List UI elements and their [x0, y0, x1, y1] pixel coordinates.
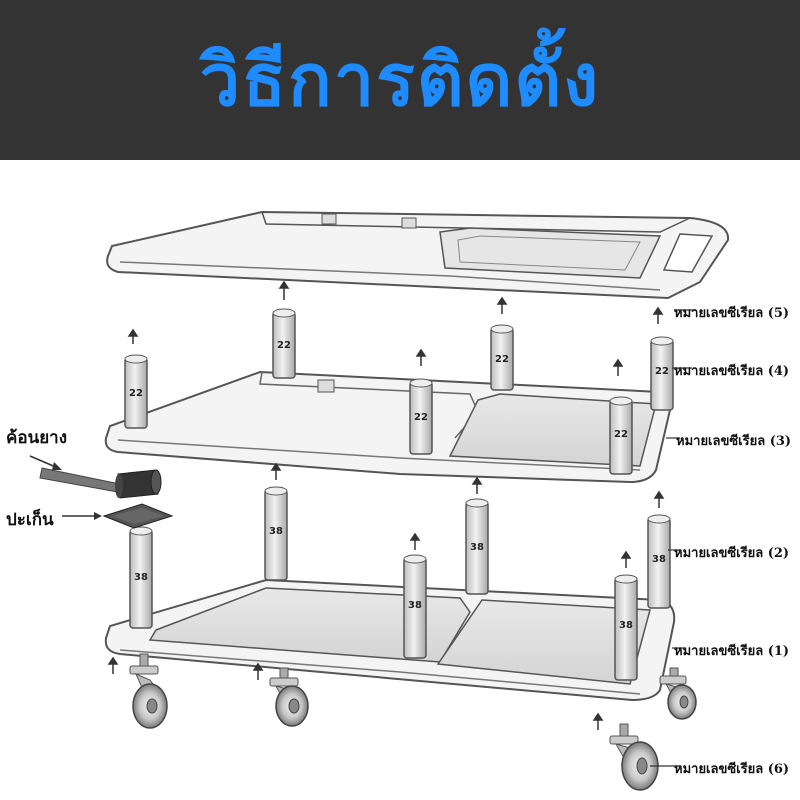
gasket-icon: [62, 503, 174, 529]
pole-label: 22: [614, 429, 628, 440]
bottom-shelf: [104, 578, 676, 702]
serial-label-2: หมายเลขซีเรียล (2): [674, 546, 790, 561]
rubber-mallet-icon: [29, 455, 162, 499]
page-title: วิธีการติดตั้ง: [199, 38, 601, 122]
header-banner: วิธีการติดตั้ง: [0, 0, 800, 160]
pole-label: 22: [414, 412, 428, 423]
pole-38-d: 38: [647, 514, 671, 609]
caster-wheel-icon: [659, 667, 697, 720]
pole-label: 38: [619, 620, 633, 631]
pole-38-e: 38: [403, 554, 427, 659]
gasket-label: ปะเก็น: [6, 510, 54, 530]
pole-22-d: 22: [650, 336, 674, 411]
serial-label-3: หมายเลขซีเรียล (3): [676, 434, 792, 449]
pole-38-a: 38: [264, 486, 288, 581]
top-handle-frame: [106, 210, 730, 300]
serial-label-5: หมายเลขซีเรียล (5): [674, 306, 790, 321]
serial-label-6: หมายเลขซีเรียล (6): [674, 762, 790, 777]
caster-wheel-icon: [609, 723, 659, 791]
up-arrow-icon: [107, 280, 665, 730]
pole-label: 22: [495, 354, 509, 365]
callout-leaders: [650, 309, 696, 767]
pole-label: 38: [470, 542, 484, 553]
pole-label: 38: [269, 526, 283, 537]
rubber-mallet-label: ค้อนยาง: [6, 428, 68, 448]
pole-label: 22: [277, 340, 291, 351]
pole-label: 38: [408, 600, 422, 611]
pole-38-b: 38: [465, 498, 489, 595]
pole-22-a: 22: [272, 308, 296, 379]
pole-22-e: 22: [409, 378, 433, 455]
middle-shelf: [104, 370, 672, 484]
pole-label: 22: [129, 388, 143, 399]
pole-38-c: 38: [129, 526, 153, 629]
caster-wheel-icon: [129, 653, 168, 729]
pole-22-c: 22: [124, 354, 148, 429]
pole-38-f: 38: [614, 574, 638, 681]
pole-label: 22: [655, 366, 669, 377]
serial-label-4: หมายเลขซีเรียล (4): [674, 364, 790, 379]
pole-label: 38: [134, 572, 148, 583]
pole-22-f: 22: [609, 396, 633, 475]
pole-label: 38: [652, 554, 666, 565]
caster-wheel-icon: [269, 667, 309, 727]
assembly-diagram: 22 22 22 22 22 22 38 38 38: [29, 210, 730, 791]
pole-22-b: 22: [490, 324, 514, 391]
serial-label-1: หมายเลขซีเรียล (1): [674, 644, 790, 659]
